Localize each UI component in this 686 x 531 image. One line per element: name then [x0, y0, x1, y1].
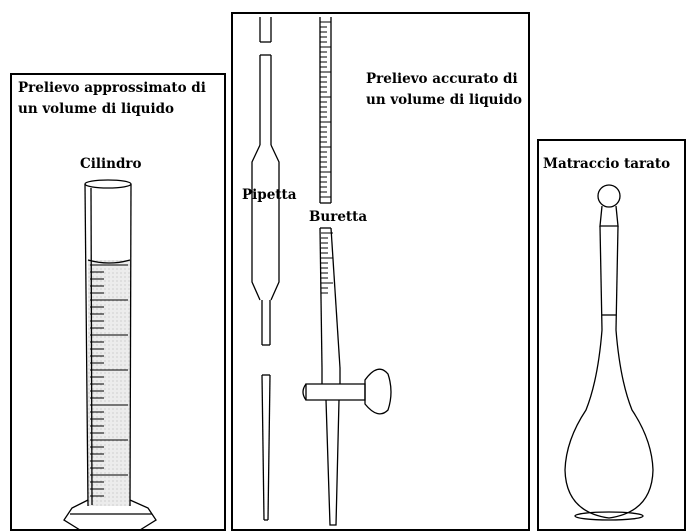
panel-approximate-title-line1: Prelievo approssimato di	[18, 80, 206, 96]
pipette-label: Pipetta	[242, 187, 297, 203]
panel-accurate-title-line2: un volume di liquido	[366, 92, 523, 108]
pipette-drawing	[251, 17, 280, 521]
panel-accurate	[231, 12, 530, 531]
burette-drawing	[302, 17, 392, 526]
cylinder-label: Cilindro	[80, 156, 142, 172]
panel-approximate-title-line2: un volume di liquido	[18, 101, 175, 117]
burette-label: Buretta	[309, 209, 368, 225]
flask-label: Matraccio tarato	[543, 156, 671, 172]
volumetric-flask-drawing	[564, 184, 654, 521]
panel-accurate-title-line1: Prelievo accurato di	[366, 71, 518, 87]
panel-flask	[537, 139, 686, 531]
graduated-cylinder-drawing	[63, 179, 157, 531]
